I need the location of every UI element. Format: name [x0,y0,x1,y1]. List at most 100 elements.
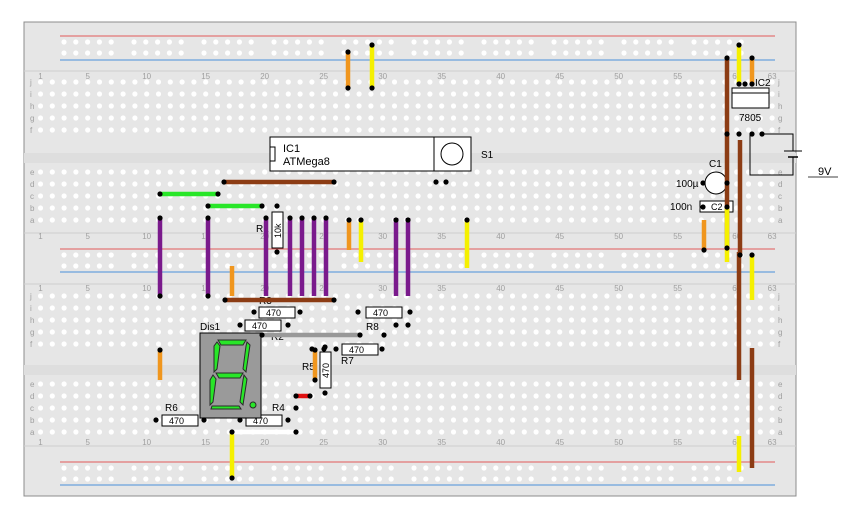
breadboard-hole [238,217,244,223]
breadboard-hole [144,341,150,347]
rail-hole [563,50,569,56]
rail-hole [621,263,627,269]
breadboard-hole [415,393,421,399]
breadboard-hole [120,405,126,411]
rail-hole [586,50,593,56]
breadboard-hole [191,305,197,311]
breadboard-hole [450,417,457,423]
breadboard-hole [450,217,457,223]
breadboard-hole [627,317,634,323]
breadboard-hole [557,217,563,223]
breadboard-hole [486,429,492,435]
component-pin [358,217,364,223]
rail-hole [446,252,452,258]
breadboard-hole [96,381,103,387]
rail-hole [85,39,91,45]
rail-hole [715,476,721,482]
breadboard-hole [391,341,398,347]
rail-hole [236,465,242,471]
breadboard-hole [96,103,103,109]
breadboard-hole [132,417,138,423]
breadboard-hole [285,127,291,133]
breadboard-hole [380,429,386,435]
rail-hole [388,50,394,56]
rail-hole [306,39,312,45]
rail-hole [143,50,149,56]
breadboard-hole [191,79,197,85]
breadboard-hole [403,115,409,121]
rail-hole [248,465,254,471]
breadboard-hole [533,305,539,311]
rail-hole [645,476,651,482]
breadboard-hole [462,405,468,411]
breadboard-hole [132,127,138,133]
breadboard-hole [521,217,527,223]
breadboard-hole [49,429,55,435]
rail-hole [481,50,487,56]
breadboard-hole [226,217,232,223]
rail-hole [411,50,417,56]
breadboard-hole [226,417,232,423]
breadboard-hole [356,181,362,187]
breadboard-hole [686,393,693,399]
breadboard-hole [439,79,445,85]
rail-hole [575,252,581,258]
column-number: 50 [614,438,623,447]
breadboard-hole [427,91,433,97]
rail-hole [61,465,67,471]
breadboard-hole [61,79,67,85]
breadboard-hole [498,317,504,323]
breadboard-hole [332,417,339,423]
breadboard-hole [391,393,398,399]
breadboard-hole [214,317,221,323]
breadboard-hole [49,317,55,323]
breadboard-hole [580,329,586,335]
breadboard-hole [179,329,185,335]
row-letter: d [30,392,34,401]
rail-hole [598,39,604,45]
rail-hole [85,50,91,56]
breadboard-hole [557,103,563,109]
breadboard-hole [769,217,775,223]
rail-hole [353,252,359,258]
rail-hole [493,465,499,471]
rail-hole [528,263,534,269]
breadboard-hole [450,79,457,85]
breadboard-hole [580,217,586,223]
rail-hole [365,39,371,45]
breadboard-hole [675,329,681,335]
breadboard-hole [568,393,575,399]
breadboard-hole [297,405,303,411]
rail-hole [423,252,429,258]
rail-hole [318,476,324,482]
breadboard-hole [580,293,586,299]
rail-hole [505,476,511,482]
breadboard-hole [120,169,126,175]
component-pin [736,81,742,87]
breadboard-hole [769,305,775,311]
breadboard-hole [96,205,103,211]
breadboard-hole [380,205,386,211]
breadboard-hole [557,193,563,199]
rail-hole [213,252,219,258]
breadboard-hole [592,305,598,311]
breadboard-hole [368,103,374,109]
breadboard-hole [509,103,516,109]
rail-hole [341,50,347,56]
component-pin [737,252,743,258]
breadboard-hole [273,193,280,199]
breadboard-hole [61,393,67,399]
breadboard-hole [486,341,492,347]
breadboard-hole [450,317,457,323]
breadboard-hole [309,417,315,423]
breadboard-hole [568,417,575,423]
column-number: 1 [38,284,43,293]
component-pin [237,417,243,423]
rail-hole [248,263,254,269]
breadboard-hole [604,205,610,211]
breadboard-hole [368,329,374,335]
column-number: 30 [378,284,387,293]
rail-hole [598,50,604,56]
rail-hole [691,252,697,258]
breadboard-hole [686,181,693,187]
